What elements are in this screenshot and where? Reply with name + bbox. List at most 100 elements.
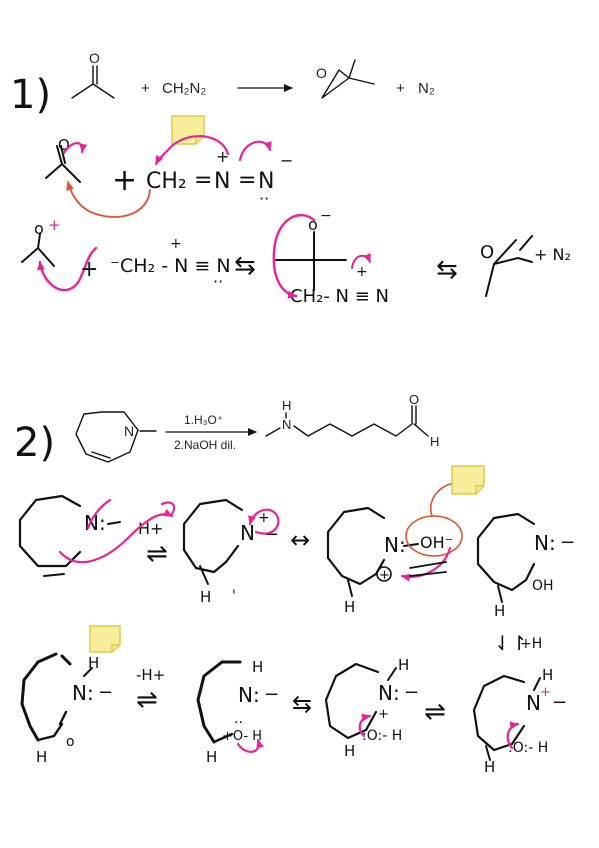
r3-ring: [326, 506, 386, 586]
r7-equilibrium: ⇌: [424, 697, 446, 727]
plus-sign-2: +: [396, 80, 405, 97]
r6-dash: −: [264, 684, 279, 705]
pink-arrow-ring-close: [272, 214, 316, 299]
r5-h: H: [36, 748, 47, 766]
plus-sign-1: +: [141, 80, 150, 97]
r6-equilibrium: ⇆: [292, 690, 312, 718]
r7-nitrogen: N:: [378, 681, 400, 705]
ch2-group: CH₂: [146, 169, 187, 194]
r2-resonance: ↔: [290, 526, 310, 554]
double-bond-2: =: [238, 168, 256, 193]
r4-vertical-equilibrium: ⇃↾: [494, 631, 528, 655]
sticky-note-icon[interactable]: [89, 625, 121, 653]
r8-ring: [472, 674, 526, 752]
r3-orange-circle: [405, 515, 463, 557]
r4-nitrogen: N:: [534, 531, 556, 555]
r3-ch-bond: [347, 579, 353, 597]
r3-cation-plus: +: [379, 568, 390, 583]
r7-dash: −: [404, 682, 419, 703]
pink-arrow-return: [36, 246, 98, 292]
epoxide-skeleton: [321, 59, 375, 99]
r6-pink-arrow: [236, 738, 265, 753]
r6-lone-pair: ··: [234, 715, 243, 731]
r8-nitrogen: N: [526, 691, 541, 715]
r8-pink-arrow: [506, 721, 520, 750]
diazo-n-plus: +: [170, 236, 182, 252]
r2-tick: ': [232, 588, 236, 604]
plus-sign-4: +: [80, 257, 98, 282]
r8-nh-h: H: [542, 666, 553, 684]
part1-equation: 1) O + CH₂N₂ O + N₂: [10, 50, 435, 118]
r8-ch-bond: [485, 745, 491, 761]
equilibrium-2: ⇆: [436, 255, 458, 285]
acetone-oxygen: O: [89, 50, 100, 66]
r2-n-plus: +: [258, 510, 270, 526]
part2-row2: H N: − o H -H+ ⇌ H N: − +O- H ·· H ⇆ H N…: [20, 625, 567, 776]
r3-cation-circle: [376, 566, 392, 582]
lone-pair-1: ··: [259, 189, 269, 208]
product-nh-h: H: [282, 398, 291, 413]
r7-nh-h: H: [398, 656, 409, 674]
part2-number: 2): [14, 420, 55, 466]
r7-nh-bond: [387, 667, 397, 681]
r6-nh-h: H: [252, 658, 263, 676]
betaine-skeleton: [275, 231, 347, 291]
product-chain: [265, 405, 429, 437]
oxocarbenium-oxygen: o: [34, 219, 44, 238]
r3-nitrogen: N:: [384, 533, 406, 557]
r6-carbonyl: [212, 732, 234, 744]
n-minus-charge: −: [280, 151, 293, 170]
nitrogen-2: N: [258, 169, 274, 194]
r5-equilibrium: ⇌: [136, 685, 158, 715]
r1-nitrogen: N:: [84, 511, 106, 535]
epoxide-oxygen: O: [316, 65, 327, 81]
ketone-sketch: [45, 145, 81, 183]
acetone-skeleton: [71, 65, 115, 99]
r1-h-plus: H+: [138, 519, 163, 538]
r5-carbonyl: [36, 710, 68, 742]
part2-row1: N: H+ ⇌ N + − H ' ↔ N: + H OH⁻: [18, 465, 575, 655]
r8-dash: −: [552, 692, 567, 713]
r5-nh-bond: [83, 667, 93, 677]
r5-minus-h-plus: -H+: [136, 666, 165, 684]
r1-double-bond: [43, 573, 65, 577]
r4-plus-h: +H: [520, 636, 542, 652]
r8-h: H: [484, 758, 495, 776]
r1-equilibrium: ⇌: [146, 539, 168, 569]
plus-sign-3: +: [112, 163, 137, 198]
diazomethyl-anion: ⁻CH₂ - N ≡ N: [110, 255, 231, 277]
diazomethane-label: CH₂N₂: [162, 80, 206, 97]
epoxide-sketch: [485, 235, 533, 297]
n-plus-charge: +: [216, 147, 229, 166]
r4-ring: [476, 512, 536, 592]
r7-plus: +: [378, 707, 389, 722]
oxygen-minus: −: [320, 208, 332, 224]
nitrogen-gas-label: N₂: [418, 80, 435, 97]
epoxide-sketch-n2: + N₂: [534, 245, 571, 264]
nitrogen-1: N: [214, 169, 230, 194]
enamine-ring: [75, 411, 139, 463]
epoxide-sketch-oxygen: O: [480, 242, 494, 263]
r1-pink-arrow: [58, 498, 172, 564]
r5-dash: −: [98, 682, 113, 703]
r1-pink-arrow-2: [160, 501, 176, 516]
r8-nh-bond: [533, 677, 541, 691]
sticky-note-icon[interactable]: [171, 115, 205, 145]
sticky-note-icon[interactable]: [451, 465, 485, 495]
r4-hydroxyl: OH: [532, 578, 554, 594]
product-oxygen: O: [409, 392, 419, 407]
r2-pink-arrow: [248, 508, 280, 535]
product-nitrogen: N: [282, 417, 291, 432]
r8-n-plus: +: [540, 685, 551, 700]
r3-methyl: [403, 543, 419, 547]
pink-arrow-co: [62, 142, 88, 155]
ketone-oxygen: O: [58, 136, 70, 154]
betaine-n-plus: +: [356, 264, 368, 280]
r5-nitrogen: N:: [72, 681, 94, 705]
product-aldehyde-h: H: [430, 434, 439, 449]
r7-h: H: [344, 742, 355, 760]
r6-nitrogen: N:: [238, 683, 260, 707]
betaine-oxygen: o: [308, 215, 318, 234]
r2-ch-bond: [199, 565, 209, 585]
